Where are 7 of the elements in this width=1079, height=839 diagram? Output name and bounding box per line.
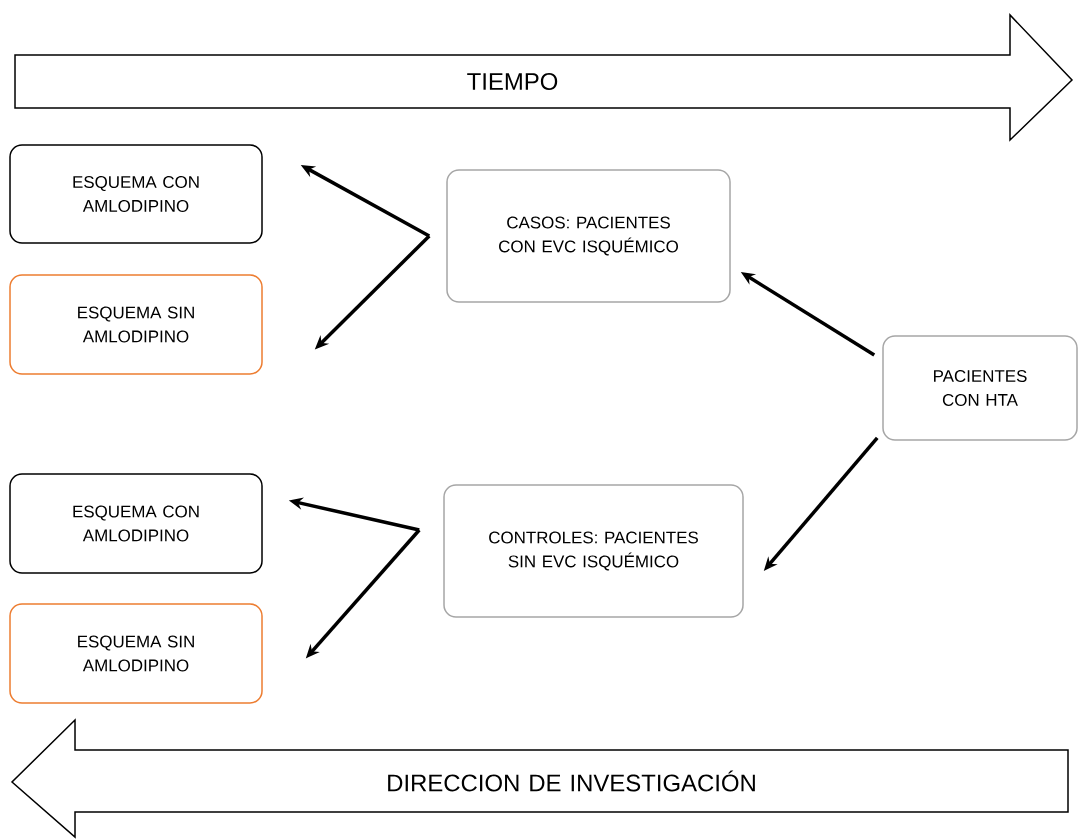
process-box: CONTROLES: PACIENTES SIN EVC ISQUÉMICO	[443, 484, 744, 618]
process-box: ESQUEMA CON AMLODIPINO	[9, 473, 263, 574]
process-box: ESQUEMA SIN AMLODIPINO	[9, 274, 263, 375]
process-box: PACIENTES CON HTA	[882, 335, 1078, 441]
process-box: CASOS: PACIENTES CON EVC ISQUÉMICO	[446, 169, 731, 303]
process-box: ESQUEMA SIN AMLODIPINO	[9, 603, 263, 704]
process-box: ESQUEMA CON AMLODIPINO	[9, 144, 263, 244]
